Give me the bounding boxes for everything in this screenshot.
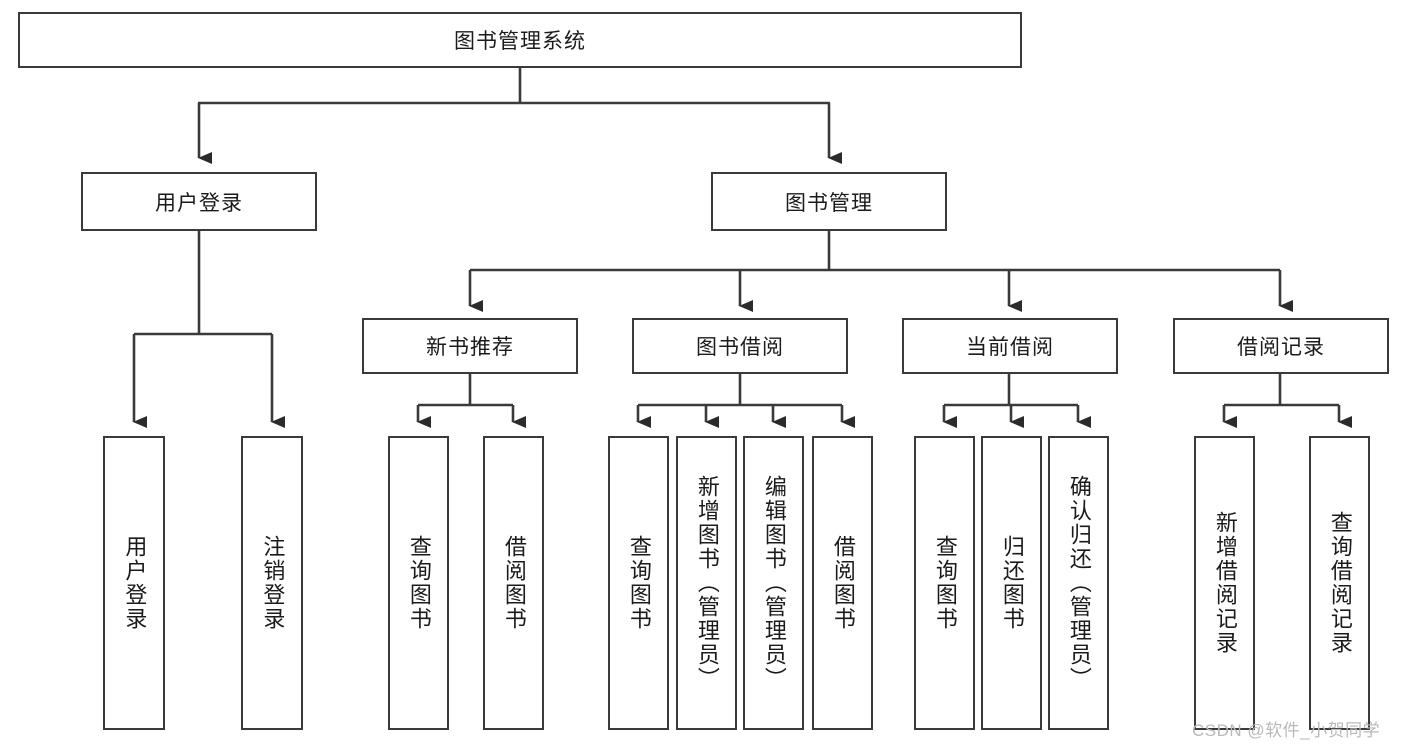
node-label: 图书借阅: [696, 336, 784, 359]
node-label: 借阅图书: [830, 535, 856, 631]
leaf-confirm-return-admin[interactable]: 确认归还（管理员）: [1048, 436, 1109, 730]
node-book-borrowing[interactable]: 图书借阅: [632, 318, 848, 374]
leaf-query-books-current[interactable]: 查询图书: [914, 436, 975, 730]
node-label: 确认归还（管理员）: [1066, 475, 1092, 691]
node-label: 新增图书（管理员）: [694, 475, 720, 691]
node-label: 借阅记录: [1237, 336, 1325, 359]
node-label: 图书管理: [785, 191, 873, 215]
node-new-book-recommendation[interactable]: 新书推荐: [362, 318, 578, 374]
leaf-query-books-newbook[interactable]: 查询图书: [388, 436, 449, 730]
node-label: 注销登录: [260, 535, 286, 631]
leaf-add-book-admin[interactable]: 新增图书（管理员）: [676, 436, 737, 730]
node-borrowing-records[interactable]: 借阅记录: [1173, 318, 1389, 374]
node-label: 归还图书: [999, 535, 1025, 631]
node-label: 新书推荐: [426, 336, 514, 359]
node-user-login[interactable]: 用户登录: [81, 172, 317, 231]
node-current-borrowing[interactable]: 当前借阅: [902, 318, 1118, 374]
leaf-add-borrow-record[interactable]: 新增借阅记录: [1194, 436, 1255, 730]
node-root-book-management-system[interactable]: 图书管理系统: [18, 12, 1022, 68]
leaf-query-books-borrow[interactable]: 查询图书: [608, 436, 669, 730]
node-label: 用户登录: [122, 535, 148, 631]
node-label: 当前借阅: [966, 336, 1054, 359]
node-label: 编辑图书（管理员）: [761, 475, 787, 691]
leaf-borrow-books-newbook[interactable]: 借阅图书: [483, 436, 544, 730]
node-label: 用户登录: [155, 191, 243, 215]
leaf-return-books[interactable]: 归还图书: [981, 436, 1042, 730]
leaf-logout[interactable]: 注销登录: [241, 436, 303, 730]
leaf-edit-book-admin[interactable]: 编辑图书（管理员）: [743, 436, 804, 730]
leaf-query-borrow-record[interactable]: 查询借阅记录: [1309, 436, 1370, 730]
node-label: 查询图书: [932, 535, 958, 631]
node-label: 借阅图书: [501, 535, 527, 631]
leaf-borrow-books-borrow[interactable]: 借阅图书: [812, 436, 873, 730]
node-label: 图书管理系统: [454, 30, 586, 53]
leaf-user-login[interactable]: 用户登录: [103, 436, 165, 730]
node-label: 新增借阅记录: [1212, 511, 1238, 655]
node-book-management[interactable]: 图书管理: [711, 172, 947, 231]
node-label: 查询借阅记录: [1327, 511, 1353, 655]
node-label: 查询图书: [626, 535, 652, 631]
node-label: 查询图书: [406, 535, 432, 631]
